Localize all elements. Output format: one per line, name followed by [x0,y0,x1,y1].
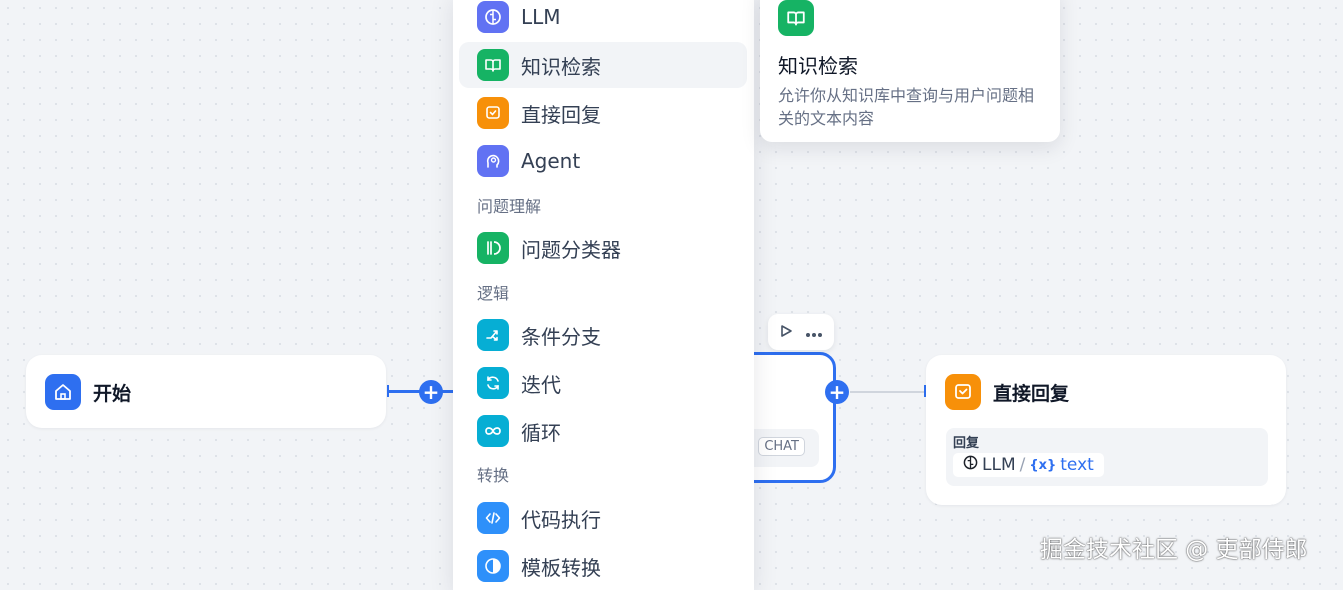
reply-field-label: 回复 [953,436,980,451]
add-node-plus-icon[interactable]: + [419,380,443,404]
classifier-icon [477,232,509,264]
menu-section-logic: 逻辑 [477,284,510,303]
variable-chip[interactable]: LLM / {x} text [953,453,1104,477]
start-node[interactable]: 开始 [26,355,386,428]
template-icon [477,550,509,582]
menu-item-if-else[interactable]: 条件分支 [459,312,747,358]
edge-llm-to-reply [850,391,926,393]
menu-item-llm[interactable]: LLM [459,0,747,40]
code-icon [477,502,509,534]
knowledge-retrieval-tooltip: 知识检索 允许你从知识库中查询与用户问题相关的文本内容 [760,0,1060,142]
loop-icon [477,415,509,447]
iteration-icon [477,367,509,399]
menu-item-template[interactable]: 模板转换 [459,543,747,589]
tooltip-title: 知识检索 [778,54,858,78]
menu-item-label: 模板转换 [521,555,601,580]
branch-icon [477,319,509,351]
tooltip-book-icon [778,0,814,36]
menu-item-label: Agent [521,149,581,173]
menu-item-agent[interactable]: Agent [459,138,747,184]
menu-item-question-classifier[interactable]: 问题分类器 [459,225,747,271]
variable-source: LLM [982,455,1016,475]
variable-separator: / [1019,455,1026,475]
llm-brain-icon [963,455,978,475]
watermark: 掘金技术社区 @ 吏部侍郎 [1040,537,1308,563]
menu-section-understanding: 问题理解 [477,197,542,216]
brain-icon [477,1,509,33]
reply-node[interactable]: 直接回复 回复 LLM / {x} text [926,355,1286,505]
menu-item-label: 知识检索 [521,54,601,79]
menu-item-direct-reply[interactable]: 直接回复 [459,90,747,136]
node-toolbar [768,314,834,350]
reply-icon [477,97,509,129]
start-output-handle[interactable] [387,385,389,397]
menu-item-label: 条件分支 [521,324,601,349]
menu-item-loop[interactable]: 循环 [459,408,747,454]
chat-badge: CHAT [758,437,805,456]
run-icon[interactable] [779,323,793,342]
variable-name: text [1060,455,1094,475]
menu-item-label: 代码执行 [521,507,601,532]
node-selector-menu: LLM 知识检索 直接回复 Agent 问题理解 问题分类器 逻辑 条件分支 [453,0,754,590]
reply-field: 回复 LLM / {x} text [946,428,1268,486]
menu-item-iteration[interactable]: 迭代 [459,360,747,406]
llm-add-node-plus-icon[interactable]: + [825,380,849,404]
book-icon [477,49,509,81]
reply-icon [945,374,981,410]
menu-section-transform: 转换 [477,466,510,485]
reply-input-handle[interactable] [924,385,926,397]
menu-item-code[interactable]: 代码执行 [459,495,747,541]
menu-item-label: 问题分类器 [521,237,621,262]
menu-item-knowledge-retrieval[interactable]: 知识检索 [459,42,747,88]
agent-icon [477,145,509,177]
variable-icon: {x} [1029,457,1057,473]
home-icon [45,374,81,410]
tooltip-description: 允许你从知识库中查询与用户问题相关的文本内容 [778,86,1035,128]
menu-item-label: 直接回复 [521,102,601,127]
menu-item-label: LLM [521,5,561,29]
menu-item-label: 循环 [521,420,561,445]
start-node-title: 开始 [93,382,132,405]
more-icon[interactable] [805,323,823,342]
reply-node-title: 直接回复 [993,382,1070,405]
menu-item-label: 迭代 [521,372,561,397]
